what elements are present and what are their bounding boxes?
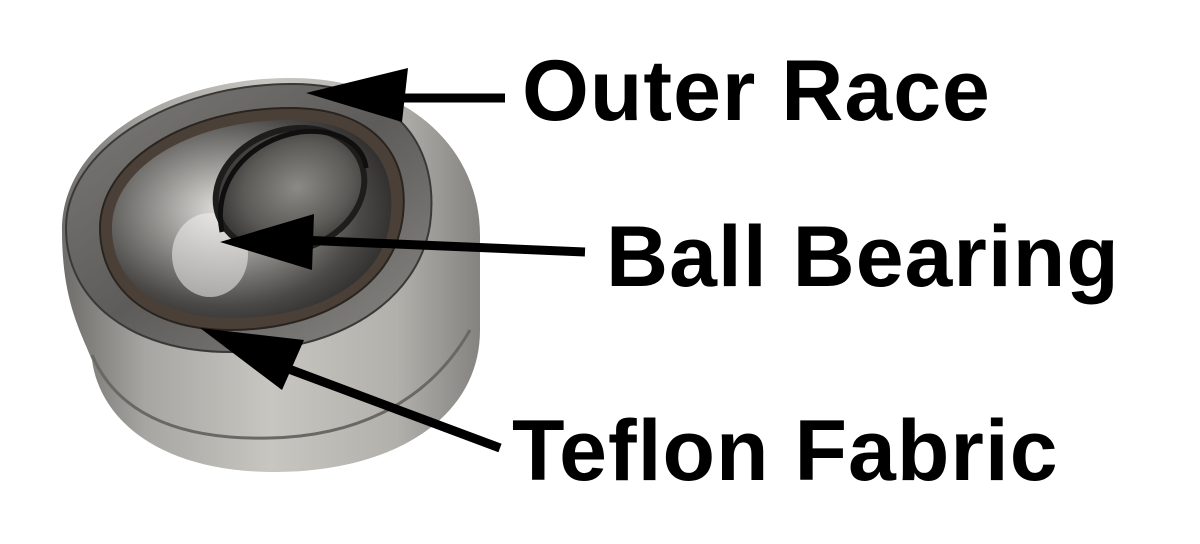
chamfer-line (90, 329, 472, 440)
ball-bearing-arrow-shaft (299, 235, 586, 257)
ball-bearing-label: Ball Bearing (606, 209, 1120, 305)
teflon-fabric-arrow-shaft (268, 357, 502, 453)
outer-race-arrowhead (306, 68, 408, 122)
outer-race-label: Outer Race (522, 43, 991, 139)
teflon-fabric-label: Teflon Fabric (512, 403, 1059, 499)
bearing-photo (62, 78, 480, 472)
ball-bearing-arrowhead (220, 214, 314, 270)
teflon-fabric-arrowhead (200, 328, 304, 390)
bore-rim (218, 128, 369, 233)
callout-arrows (200, 68, 586, 453)
